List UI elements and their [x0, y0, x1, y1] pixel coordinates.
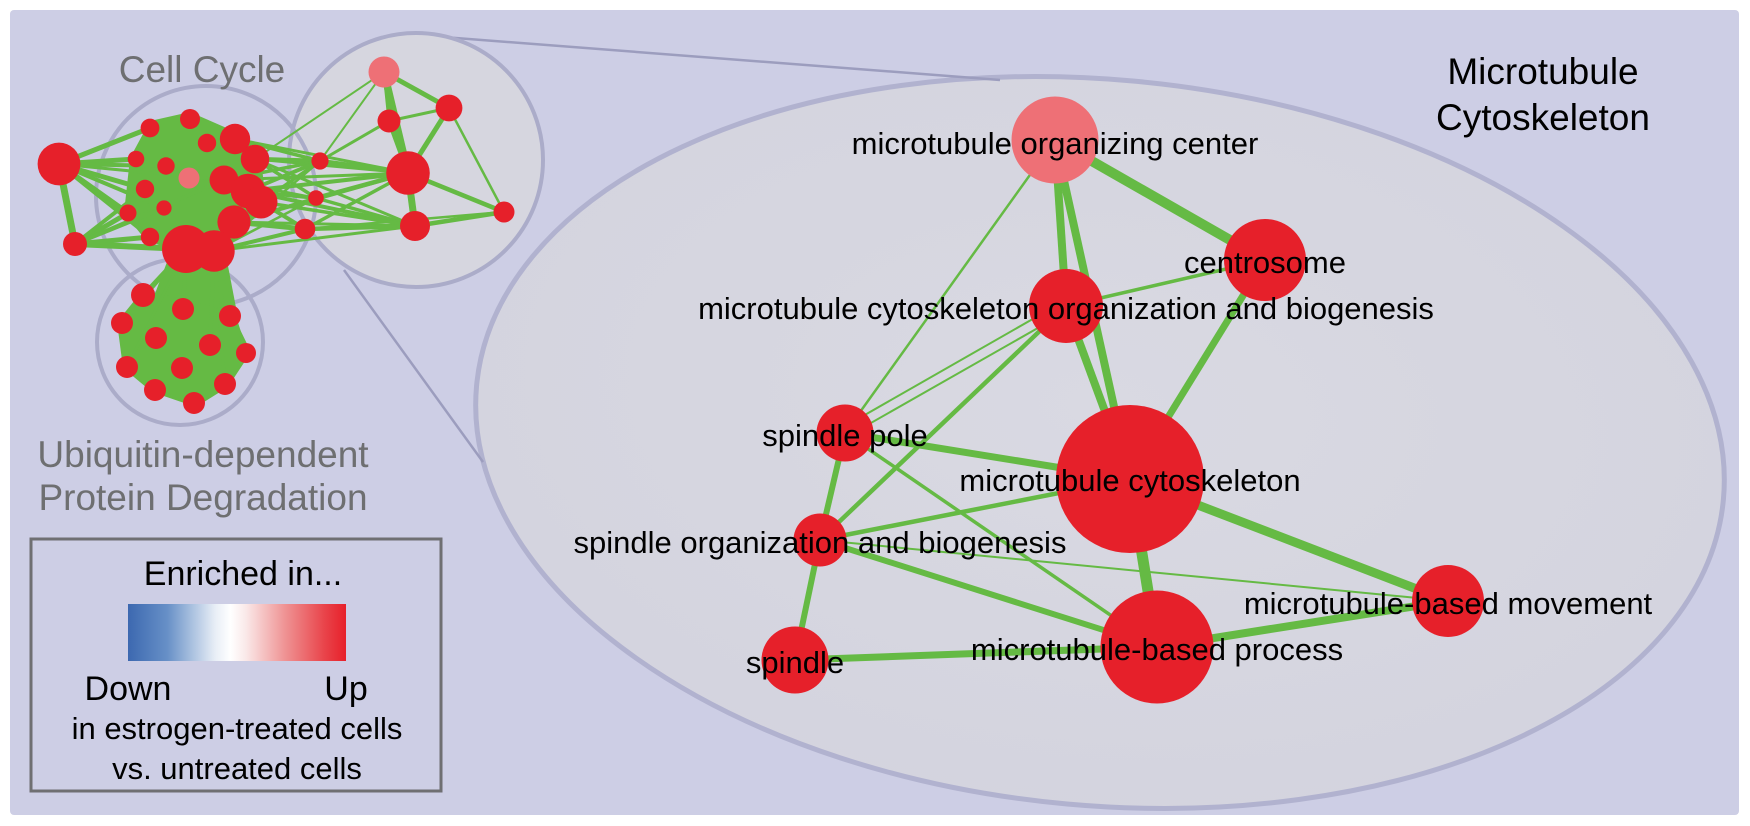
svg-text:Protein Degradation: Protein Degradation: [38, 477, 367, 518]
svg-text:microtubule organizing center: microtubule organizing center: [852, 126, 1259, 161]
svg-text:microtubule-based process: microtubule-based process: [971, 632, 1343, 667]
svg-text:Up: Up: [324, 670, 367, 708]
svg-text:microtubule cytoskeleton: microtubule cytoskeleton: [959, 463, 1300, 498]
svg-text:Ubiquitin-dependent: Ubiquitin-dependent: [37, 434, 369, 475]
svg-text:Down: Down: [85, 670, 172, 708]
svg-text:vs. untreated cells: vs. untreated cells: [112, 751, 362, 786]
svg-text:Microtubule: Microtubule: [1447, 51, 1638, 92]
svg-text:Enriched in...: Enriched in...: [144, 555, 342, 593]
svg-text:centrosome: centrosome: [1184, 245, 1346, 280]
svg-text:spindle pole: spindle pole: [762, 418, 927, 453]
svg-text:Cytoskeleton: Cytoskeleton: [1436, 97, 1650, 138]
svg-text:spindle: spindle: [746, 645, 844, 680]
svg-text:spindle organization and bioge: spindle organization and biogenesis: [574, 525, 1067, 560]
svg-text:in estrogen-treated cells: in estrogen-treated cells: [72, 711, 403, 746]
svg-text:microtubule-based movement: microtubule-based movement: [1244, 586, 1653, 621]
svg-text:Cell Cycle: Cell Cycle: [119, 49, 286, 90]
svg-text:microtubule cytoskeleton organ: microtubule cytoskeleton organization an…: [698, 291, 1434, 326]
